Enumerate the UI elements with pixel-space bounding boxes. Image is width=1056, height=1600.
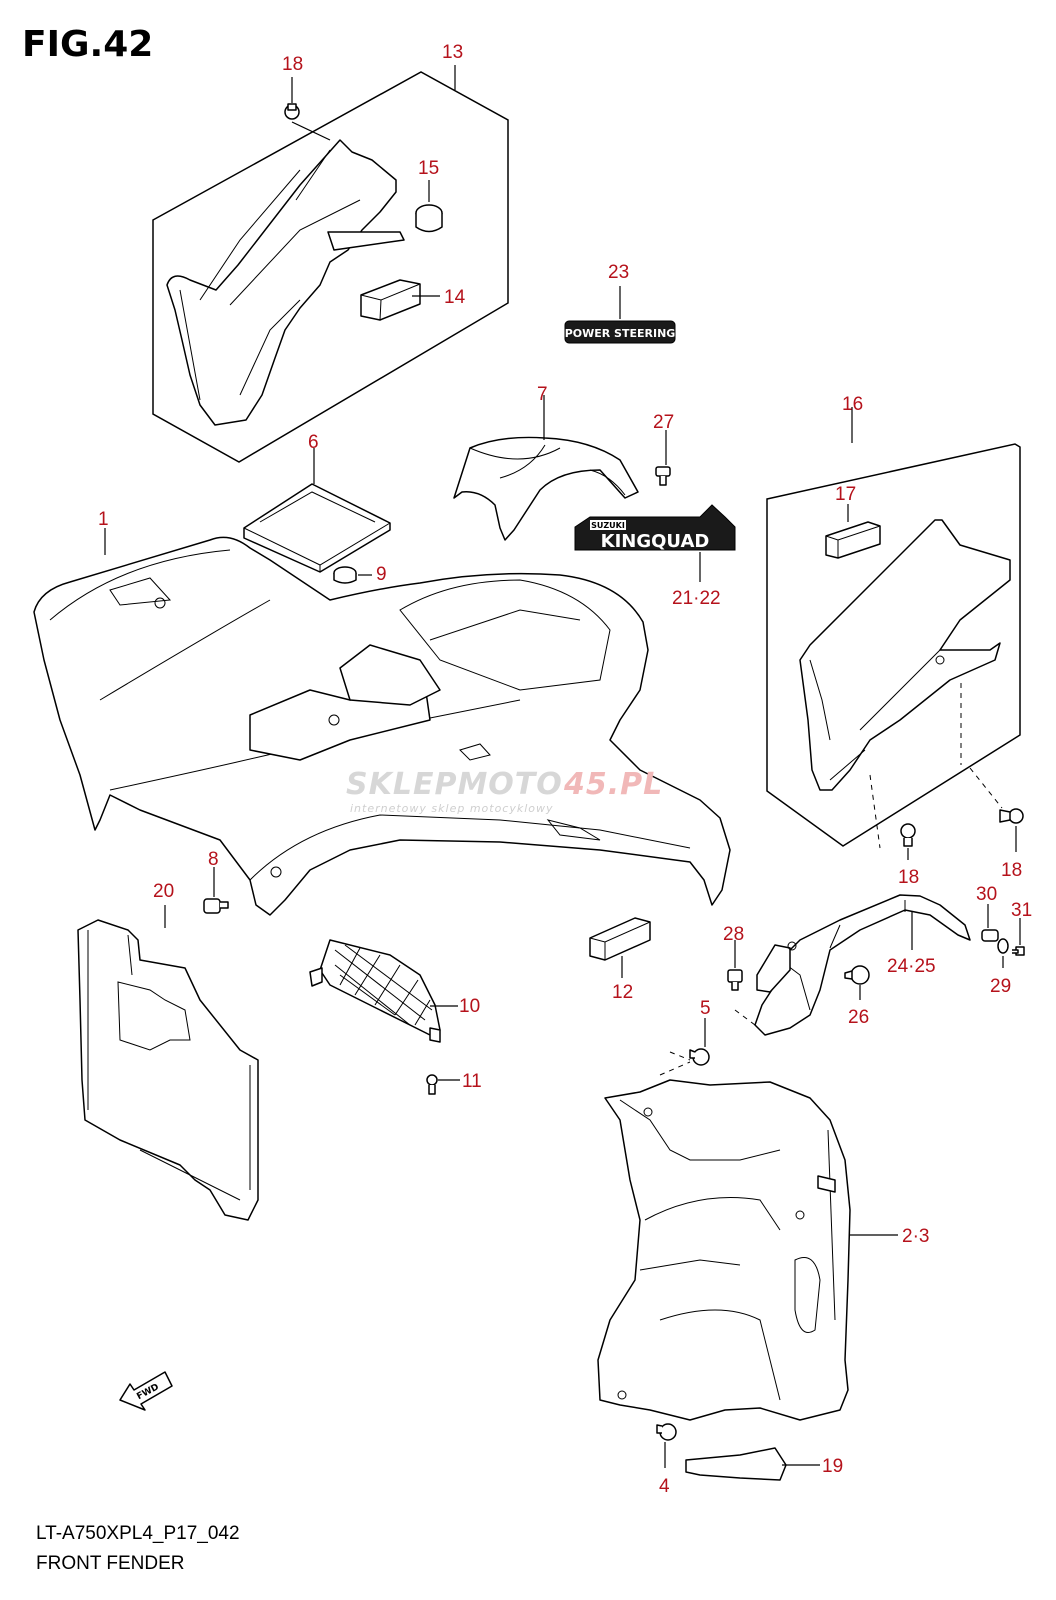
part-8-screw (203, 898, 229, 914)
part-12-pad (589, 917, 651, 961)
part-5-screw (689, 1048, 710, 1066)
part-15-grommet (415, 204, 443, 233)
part-14-pad (360, 279, 421, 321)
decal-23-power-steering: POWER STEERING (564, 320, 676, 344)
watermark-brand-a: SKLEPMOTO (346, 767, 563, 802)
kingquad-text: KINGQUAD (601, 531, 710, 552)
callout-20: 20 (153, 881, 174, 902)
part-18-top-clip (284, 103, 300, 120)
part-6-lid (243, 483, 391, 573)
callout-27: 27 (653, 412, 674, 433)
callout-30: 30 (976, 884, 997, 905)
part-13-side-cover-left (166, 139, 405, 426)
part-10-grille (309, 939, 441, 1043)
watermark: SKLEPMOTO 45.PL internetowy sklep motocy… (346, 767, 663, 815)
decal-21-22-kingquad: SUZUKI KINGQUAD (574, 504, 736, 552)
callout-17: 17 (835, 484, 856, 505)
part-28-screw (727, 969, 743, 991)
suzuki-text: SUZUKI (591, 521, 625, 530)
watermark-brand-b: 45.PL (563, 767, 663, 802)
watermark-tagline: internetowy sklep motocyklowy (350, 802, 554, 815)
part-19-seal (685, 1447, 787, 1481)
part-20-mud-guard (77, 919, 259, 1221)
part-26-screw (844, 965, 870, 985)
dash-16-b (969, 767, 1003, 809)
part-18-clip-right (999, 808, 1024, 824)
leader-18a-b (291, 121, 331, 141)
callout-28: 28 (723, 924, 744, 945)
fwd-arrow-icon: FWD (119, 1371, 173, 1411)
group-13-box (152, 71, 509, 463)
part-24-25-bracket (754, 894, 971, 1036)
callout-14: 14 (444, 287, 466, 308)
callout-4: 4 (659, 1476, 670, 1497)
callout-21-22: 21·22 (672, 588, 721, 609)
part-1-front-fender (33, 536, 731, 916)
power-steering-text: POWER STEERING (565, 327, 676, 340)
callout-29: 29 (990, 976, 1011, 997)
callout-2-3: 2·3 (902, 1226, 929, 1247)
callout-10: 10 (459, 996, 480, 1017)
part-18-clip-mid (900, 823, 916, 847)
callout-19: 19 (822, 1456, 843, 1477)
figure-caption: FRONT FENDER (36, 1553, 184, 1574)
part-30-collar (981, 929, 999, 942)
callout-16: 16 (842, 394, 863, 415)
part-17-pad (825, 521, 881, 559)
callout-26: 26 (848, 1007, 869, 1028)
callout-9: 9 (376, 564, 387, 585)
part-27-screw (655, 466, 671, 486)
callout-13: 13 (442, 42, 463, 63)
callout-18-top: 18 (282, 54, 303, 75)
part-16-side-cover-right (799, 519, 1011, 791)
part-2-3-inner-fender (597, 1079, 851, 1421)
part-11-screw (426, 1074, 438, 1095)
callout-12: 12 (612, 982, 633, 1003)
callout-23: 23 (608, 262, 629, 283)
dash-16-c (869, 774, 881, 849)
group-16-box (766, 443, 1021, 847)
callout-18-mid: 18 (898, 867, 919, 888)
callout-8: 8 (208, 849, 219, 870)
figure-title: FIG.42 (22, 24, 153, 65)
part-9-grommet (333, 566, 357, 584)
part-31-bolt (1012, 946, 1025, 956)
callout-7: 7 (537, 384, 548, 405)
part-29-washer (997, 938, 1009, 954)
dash-28 (734, 1009, 756, 1026)
callout-31: 31 (1011, 900, 1032, 921)
callout-11: 11 (462, 1071, 482, 1092)
part-4-screw (656, 1423, 677, 1441)
callout-18-right: 18 (1001, 860, 1022, 881)
part-7-center-cover (453, 436, 639, 541)
callout-1: 1 (98, 509, 109, 530)
dash-5 (659, 1051, 691, 1076)
callout-24-25: 24·25 (887, 956, 936, 977)
callout-15: 15 (418, 158, 439, 179)
callout-5: 5 (700, 998, 711, 1019)
model-code: LT-A750XPL4_P17_042 (36, 1523, 240, 1544)
callout-6: 6 (308, 432, 319, 453)
